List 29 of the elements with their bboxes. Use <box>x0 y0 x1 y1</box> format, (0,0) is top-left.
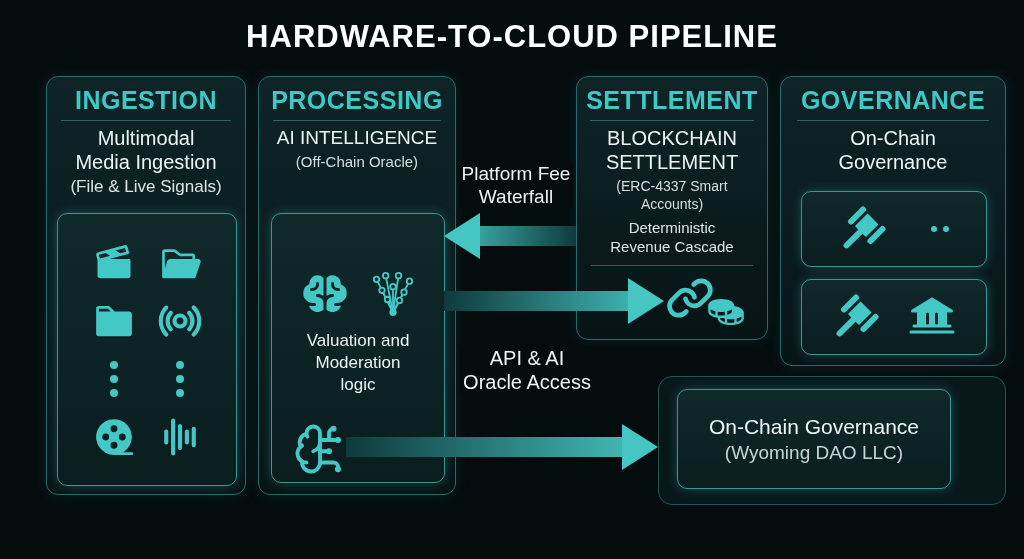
arrow <box>444 278 664 324</box>
stage-panel <box>576 76 768 340</box>
stage-panel <box>258 76 456 495</box>
panel-note: (Off-Chain Oracle) <box>295 152 419 171</box>
stage-panel <box>780 76 1006 366</box>
icon-tray <box>57 213 237 486</box>
panel-heading: INGESTION <box>75 85 217 115</box>
panel-subtitle: BLOCKCHAIN SETTLEMENT <box>604 126 740 174</box>
panel-note: (ERC-4337 Smart Accounts) <box>615 177 729 213</box>
entity-title: On-Chain Governance <box>708 414 920 440</box>
entity-box <box>677 389 951 489</box>
panel-note: (File & Live Signals) <box>70 176 222 197</box>
arrow <box>346 424 658 470</box>
icon-tray <box>801 279 987 355</box>
entity-note: (Wyoming DAO LLC) <box>724 441 904 465</box>
panel-frame <box>658 376 1006 505</box>
panel-note: Deterministic Revenue Cascade <box>609 218 735 256</box>
panel-subtitle: AI INTELLIGENCE <box>276 126 438 150</box>
panel-heading: SETTLEMENT <box>586 85 758 115</box>
stage-panel <box>46 76 246 495</box>
panel-subtitle: Multimodal Media Ingestion <box>74 126 218 174</box>
icon-tray <box>801 191 987 267</box>
panel-heading: PROCESSING <box>271 85 443 115</box>
panel-heading: GOVERNANCE <box>800 85 986 115</box>
arrow <box>444 213 576 259</box>
panel-subtitle: On-Chain Governance <box>837 126 949 174</box>
process-box <box>271 213 445 483</box>
diagram-title: HARDWARE-TO-CLOUD PIPELINE <box>246 18 778 56</box>
process-label: Valuation and Moderation logic <box>305 330 411 396</box>
